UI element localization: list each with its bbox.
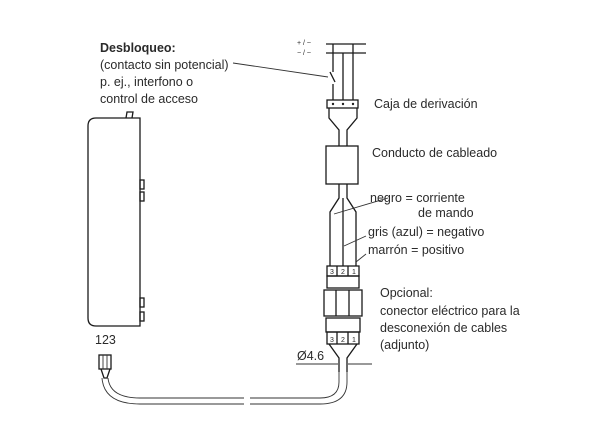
optional-label: (adjunto): [380, 338, 429, 352]
cable-bottom: [328, 343, 358, 372]
conduit-label: Conducto de cableado: [372, 146, 497, 160]
bus-minus-label: − / ~: [297, 50, 311, 57]
optional-label: desconexión de cables: [380, 321, 507, 335]
optional-label: conector eléctrico para la: [380, 304, 520, 318]
terminal-number: 1: [352, 337, 356, 344]
terminal-number: 1: [352, 269, 356, 276]
bus-lines: [326, 43, 366, 54]
supply-wires: [232, 44, 354, 100]
internal-wires: [333, 197, 389, 266]
brown-wire-label: marrón = positivo: [368, 243, 464, 257]
unlock-title: Desbloqueo:: [100, 41, 176, 55]
control-unit: [87, 111, 145, 327]
black-wire-label: negro = corriente: [370, 191, 465, 205]
cable-connector: [323, 265, 363, 345]
terminal-number: 2: [341, 337, 345, 344]
optional-label: Opcional:: [380, 286, 433, 300]
pin-label: 123: [95, 333, 116, 347]
conduit: [325, 145, 359, 185]
plug-connector: [98, 354, 112, 379]
terminal-number: 2: [341, 269, 345, 276]
diameter-label: Ø4.6: [297, 349, 324, 363]
terminal-number: 3: [330, 269, 334, 276]
terminal-number: 3: [330, 337, 334, 344]
cable-loop: [107, 372, 340, 399]
unlock-line: (contacto sin potencial): [100, 58, 229, 72]
black-wire-label-2: de mando: [418, 206, 474, 220]
grey-wire-label: gris (azul) = negativo: [368, 225, 484, 239]
cable-loop-outer: [101, 372, 348, 405]
unlock-line: control de acceso: [100, 92, 198, 106]
cable-split: [329, 184, 357, 266]
junction-box-terminals: [331, 102, 355, 106]
junction-box-label: Caja de derivación: [374, 97, 478, 111]
junction-box: [326, 99, 359, 109]
unlock-line: p. ej., interfono o: [100, 75, 193, 89]
cable: [328, 108, 358, 146]
bus-plus-label: + / ~: [297, 40, 311, 47]
